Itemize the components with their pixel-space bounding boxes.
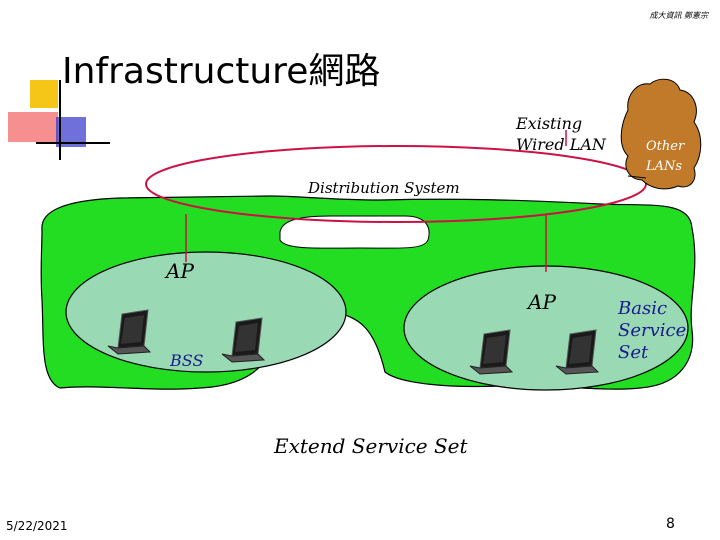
other-lans-cloud — [620, 78, 702, 190]
other-lans-label: Other LANs — [646, 137, 684, 177]
existing-wired-lan-label: Existing Wired LAN — [516, 113, 606, 155]
existing-wired-lan-line2: Wired LAN — [516, 135, 606, 154]
deco-yellow-square — [30, 80, 58, 108]
laptop-icon — [469, 329, 514, 375]
laptop-icon — [221, 317, 266, 363]
page-title: Infrastructure網路 — [62, 51, 381, 92]
ess-gap — [279, 215, 430, 249]
header-note: 成大資訊 鄭憲宗 — [649, 11, 708, 20]
existing-wired-lan-line1: Existing — [516, 114, 583, 133]
ap-right-label: AP — [528, 290, 556, 314]
ap-left-label: AP — [166, 259, 194, 283]
basic-service-set-line1: Basic — [618, 298, 668, 319]
distribution-system-ring — [145, 145, 647, 223]
other-lans-line1: Other — [646, 139, 685, 154]
basic-service-set-line2: Service — [618, 320, 687, 341]
laptop-icon — [555, 329, 600, 375]
laptop-icon — [107, 309, 152, 355]
page-number: 8 — [666, 516, 675, 532]
extend-service-set-label: Extend Service Set — [274, 434, 468, 458]
distribution-system-label: Distribution System — [308, 179, 460, 197]
footer-date: 5/22/2021 — [6, 519, 68, 533]
basic-service-set-label: Basic Service Set — [618, 298, 686, 364]
bss-label: BSS — [170, 351, 204, 370]
basic-service-set-line3: Set — [618, 342, 649, 363]
other-lans-line2: LANs — [646, 159, 683, 174]
deco-red-square — [8, 112, 58, 142]
other-lans-link — [627, 175, 647, 179]
bss-left-area — [65, 251, 347, 373]
